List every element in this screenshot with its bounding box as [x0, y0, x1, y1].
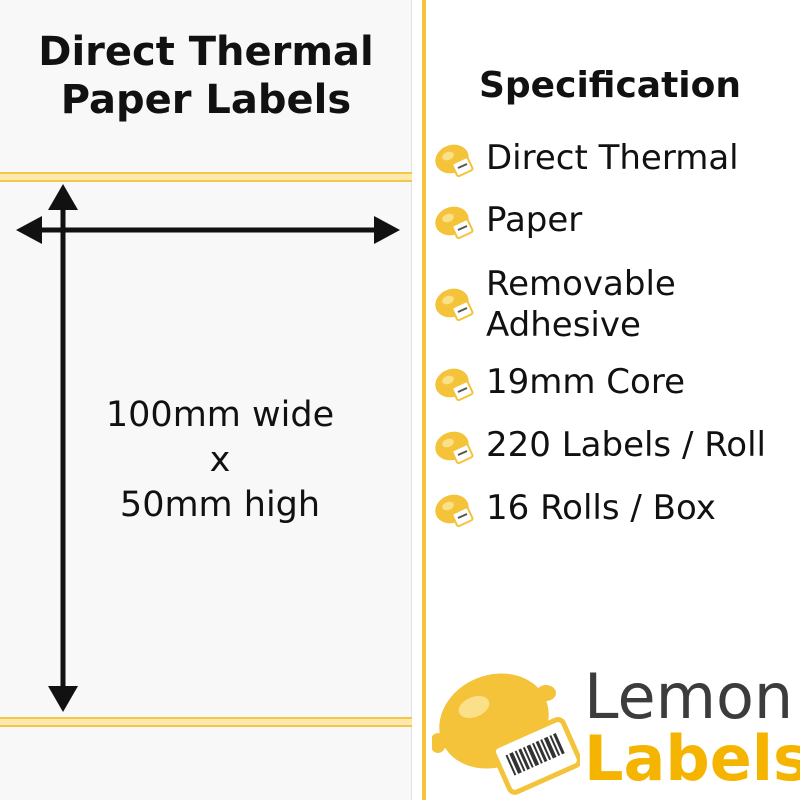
width-arrow-right-head — [374, 216, 400, 244]
label-main — [0, 182, 412, 717]
spec-item: 19mm Core — [432, 362, 685, 410]
dimension-separator: x — [209, 440, 231, 480]
spec-item: Paper — [432, 200, 582, 248]
lemon-label-icon — [435, 206, 474, 240]
spec-item: 220 Labels / Roll — [432, 425, 766, 473]
spec-item-line1: 16 Rolls / Box — [486, 488, 716, 528]
spec-item: 16 Rolls / Box — [432, 488, 716, 536]
dimension-width: 100mm wide — [105, 395, 335, 435]
spec-item: Removable Adhesive — [432, 264, 676, 346]
specification-heading: Specification — [478, 65, 742, 106]
spec-item-line2: Adhesive — [486, 305, 641, 345]
dimension-arrows — [16, 184, 400, 712]
spec-item-label: 19mm Core — [480, 362, 685, 403]
dimension-height: 50mm high — [119, 485, 321, 525]
lemon-label-icon — [435, 431, 474, 465]
label-sheet — [0, 0, 422, 800]
liner-edge — [412, 0, 422, 800]
lemon-label-icon — [435, 288, 474, 322]
label-dimensions: 100mm wide x 50mm high — [40, 393, 400, 528]
spec-item: Direct Thermal — [432, 138, 739, 186]
lemon-label-icon — [435, 368, 474, 402]
lemon-label-icon — [435, 494, 474, 528]
spec-item-line1: 19mm Core — [486, 362, 686, 402]
product-title: Direct Thermal Paper Labels — [0, 28, 412, 124]
product-title-line1: Direct Thermal — [38, 29, 374, 75]
lemon-label-icon — [435, 144, 474, 178]
spec-item-line1: Paper — [486, 200, 583, 240]
spec-item-label: 220 Labels / Roll — [480, 425, 766, 466]
lemon-logo-icon — [432, 673, 580, 795]
height-arrow-bottom-head — [48, 686, 78, 712]
spec-item-line1: Direct Thermal — [486, 138, 739, 178]
spec-item-label: Paper — [480, 200, 582, 241]
spec-item-line1: 220 Labels / Roll — [486, 425, 767, 465]
spec-item-line1: Removable — [486, 264, 676, 304]
label-bottom-partial — [0, 727, 412, 800]
width-arrow-left-head — [16, 216, 42, 244]
label-gap-bottom — [0, 717, 422, 727]
height-arrow-top-head — [48, 184, 78, 210]
column-divider — [422, 0, 426, 800]
product-title-line2: Paper Labels — [60, 77, 352, 123]
spec-item-label: Removable Adhesive — [480, 264, 676, 346]
label-gap-top — [0, 172, 422, 182]
lemon-labels-logo: Lemon Labels — [432, 655, 800, 800]
brand-word-lemon: Lemon — [584, 660, 794, 733]
spec-item-label: Direct Thermal — [480, 138, 739, 179]
brand-word-labels: Labels — [584, 722, 800, 795]
spec-item-label: 16 Rolls / Box — [480, 488, 716, 529]
label-top-partial — [0, 0, 412, 172]
